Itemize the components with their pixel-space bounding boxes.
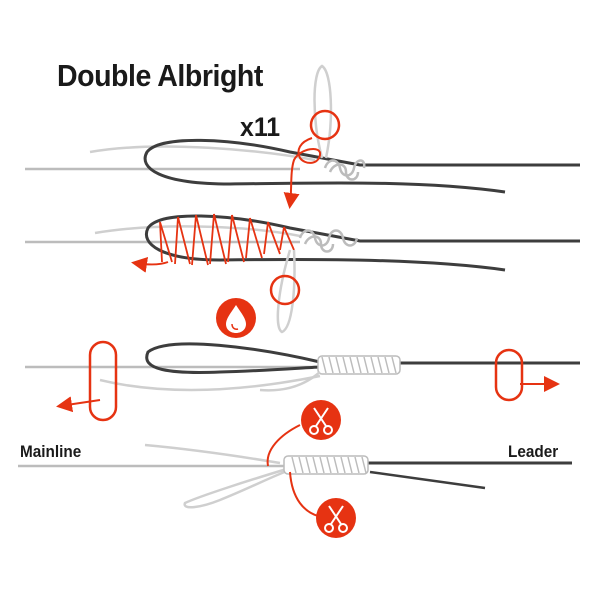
mainline-tag-end bbox=[99, 374, 321, 392]
wrap-count: x11 bbox=[240, 112, 281, 142]
finished-knot bbox=[283, 455, 369, 475]
step-3 bbox=[25, 340, 580, 422]
wrap-direction-arrow bbox=[283, 137, 322, 209]
leader-loop bbox=[143, 138, 580, 194]
leader-label: Leader bbox=[508, 442, 559, 461]
knot-wraps bbox=[323, 159, 366, 181]
trim-pointer-top bbox=[266, 424, 301, 467]
scissors-icon bbox=[301, 400, 341, 440]
grip-right bbox=[494, 348, 524, 402]
standing-tag-loop bbox=[313, 64, 333, 159]
leader-loop bbox=[145, 214, 580, 272]
scissors-icon bbox=[316, 498, 356, 538]
tag-wraps bbox=[159, 213, 295, 266]
mainline-label: Mainline bbox=[20, 442, 82, 461]
pull-left-arrow bbox=[56, 396, 101, 413]
knot-wraps bbox=[298, 229, 359, 253]
knot-coils bbox=[321, 356, 397, 374]
knot-coils bbox=[291, 456, 367, 474]
tag-loop bbox=[259, 371, 321, 392]
trim-pointer-bottom bbox=[289, 471, 319, 517]
mainline-tag bbox=[89, 145, 316, 162]
step-4 bbox=[18, 424, 572, 517]
mainline-tag bbox=[144, 443, 281, 465]
leader-loop bbox=[145, 342, 321, 374]
highlight-circle bbox=[269, 274, 301, 306]
tag-end-loop bbox=[276, 249, 296, 334]
mainline-tag bbox=[94, 225, 301, 238]
highlight-circle bbox=[309, 109, 341, 141]
leader-tag bbox=[369, 470, 486, 490]
leader-loop-end bbox=[183, 466, 291, 509]
step-1 bbox=[25, 64, 580, 209]
step-2 bbox=[25, 213, 580, 334]
diagram-title: Double Albright bbox=[57, 58, 263, 93]
pass-through-arrow bbox=[131, 256, 169, 273]
water-drop-icon bbox=[216, 298, 256, 338]
grip-left bbox=[88, 340, 118, 422]
